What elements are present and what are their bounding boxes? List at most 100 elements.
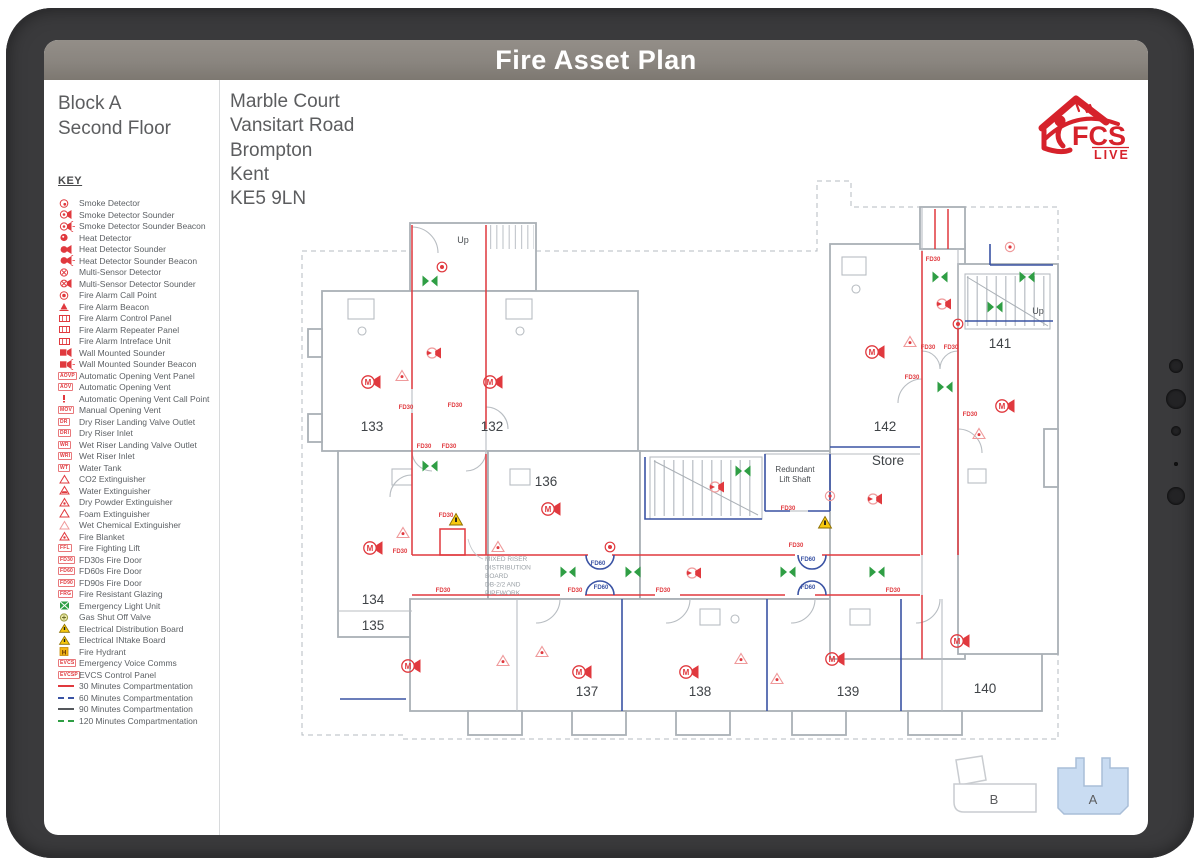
legend-label: Heat Detector Sounder: [79, 244, 166, 255]
extinguisher-icon: [395, 369, 409, 382]
legend-label: Water Extinguisher: [79, 485, 151, 496]
plan-note: DISTRIBUTION: [485, 565, 531, 572]
m-sounder-icon: M: [401, 659, 421, 673]
electrical-board-icon: [448, 512, 464, 526]
fire-door-label: FD30: [393, 549, 408, 555]
room-label: 134: [362, 592, 385, 607]
floor-plan[interactable]: 133132136134135137138139140141142StoreUp…: [285, 164, 1115, 759]
legend-label: Fire Hydrant: [79, 646, 126, 657]
page-title: Fire Asset Plan: [495, 44, 697, 75]
emergency-light-icon: [422, 460, 438, 472]
room-label: Store: [872, 453, 904, 468]
room-label: 140: [974, 681, 997, 696]
call-point-icon: [952, 318, 964, 330]
m-sounder-icon: M: [483, 375, 503, 389]
plan-note: MIXED RISER: [485, 556, 528, 563]
legend-label: Wet Chemical Extinguisher: [79, 520, 181, 531]
legend-label: Electrical INtake Board: [79, 635, 166, 646]
badge-icon: WT: [58, 463, 71, 472]
hydrant-icon: H: [58, 646, 79, 657]
line-icon: [58, 708, 79, 711]
fire-door-label: FD30: [439, 513, 454, 519]
emergency-light-icon: [1019, 271, 1035, 283]
extinguisher-icon: [491, 540, 505, 553]
camera-dot: [1174, 462, 1178, 466]
smoke-sounder-icon: [58, 209, 79, 220]
emergency-light-icon: [422, 275, 438, 287]
svg-text:M: M: [405, 662, 412, 671]
m-sounder-icon: M: [950, 634, 970, 648]
fire-door-label: FD60: [801, 585, 816, 591]
m-sounder-icon: M: [825, 652, 845, 666]
plan-text: Lift Shaft: [779, 475, 811, 484]
legend-item: Wall Mounted Sounder Beacon: [58, 358, 219, 370]
app-header: Fire Asset Plan: [44, 40, 1148, 80]
site-boundary: [301, 180, 1059, 740]
call-point-icon: [604, 541, 616, 553]
callpoint-icon: [58, 290, 79, 301]
block-name: Block A: [58, 93, 122, 114]
badge-icon: FRG: [58, 590, 74, 599]
emergency-light-icon: [780, 566, 796, 578]
legend-label: Multi-Sensor Detector: [79, 267, 162, 278]
legend-item: Foam Extinguisher: [58, 508, 219, 520]
green-square-icon: [58, 600, 79, 611]
address-line: Vansitart Road: [230, 115, 355, 137]
legend-label: EVCS Control Panel: [79, 669, 157, 680]
legend-label: Multi-Sensor Detector Sounder: [79, 278, 196, 289]
smoke-sounder-beacon-icon: [58, 220, 79, 232]
plan-note: BOARD: [485, 573, 508, 580]
legend-item: Fire Alarm Intreface Unit: [58, 335, 219, 347]
legend-item: Dry Powder Extinguisher: [58, 496, 219, 508]
badge-icon: EVCSP: [58, 670, 80, 679]
legend-label: 90 Minutes Compartmentation: [79, 704, 193, 715]
building-b-shape: [955, 755, 987, 786]
badge-icon: FD30: [58, 555, 76, 564]
wall-sounder-icon: [58, 347, 79, 358]
tri-icon: [58, 508, 79, 519]
call-point-icon: [436, 261, 448, 273]
heat-sounder-icon: [58, 244, 79, 255]
legend-label: 120 Minutes Compartmentation: [79, 715, 198, 726]
legend-item: Fire Alarm Beacon: [58, 301, 219, 313]
logo-live-text: LIVE: [1094, 148, 1130, 162]
legend-label: Wet Riser Inlet: [79, 451, 135, 462]
extinguisher-icon: [535, 645, 549, 658]
building-a-button[interactable]: A: [1054, 754, 1132, 823]
m-sounder-icon: M: [995, 399, 1015, 413]
emergency-light-icon: [932, 271, 948, 283]
badge-icon: EVCS: [58, 659, 77, 668]
svg-text:M: M: [954, 637, 961, 646]
legend-item: Multi-Sensor Detector: [58, 266, 219, 278]
legend-label: Smoke Detector: [79, 198, 140, 209]
fire-door-label: FD30: [399, 405, 414, 411]
m-sounder-icon: M: [361, 375, 381, 389]
badge-icon: MOV: [58, 406, 74, 415]
legend-item: CO2 Extinguisher: [58, 473, 219, 485]
legend-label: Electrical Distribution Board: [79, 623, 184, 634]
badge-icon: FD60: [58, 567, 76, 576]
fire-door-label: FD30: [417, 444, 432, 450]
badge-icon: AOVP: [58, 371, 77, 380]
extinguisher-icon: [770, 672, 784, 685]
legend-label: Automatic Opening Vent Panel: [79, 370, 195, 381]
camera-dot: [1166, 389, 1186, 409]
tri-dot-icon: [58, 531, 79, 542]
fire-door-label: FD30: [944, 345, 959, 351]
tri-solid-icon: [58, 485, 79, 496]
legend-item: Gas Shut Off Valve: [58, 611, 219, 623]
screen: Fire Asset Plan Block A Second Floor KEY…: [44, 40, 1148, 835]
legend-label: Fire Alarm Control Panel: [79, 313, 172, 324]
legend-label: Emergency Light Unit: [79, 600, 161, 611]
fire-door-label: FD30: [781, 506, 796, 512]
building-b-button[interactable]: B: [948, 754, 1040, 823]
compartmentation-30min: [411, 209, 959, 659]
legend-item: 120 Minutes Compartmentation: [58, 715, 219, 727]
svg-text:M: M: [487, 378, 494, 387]
